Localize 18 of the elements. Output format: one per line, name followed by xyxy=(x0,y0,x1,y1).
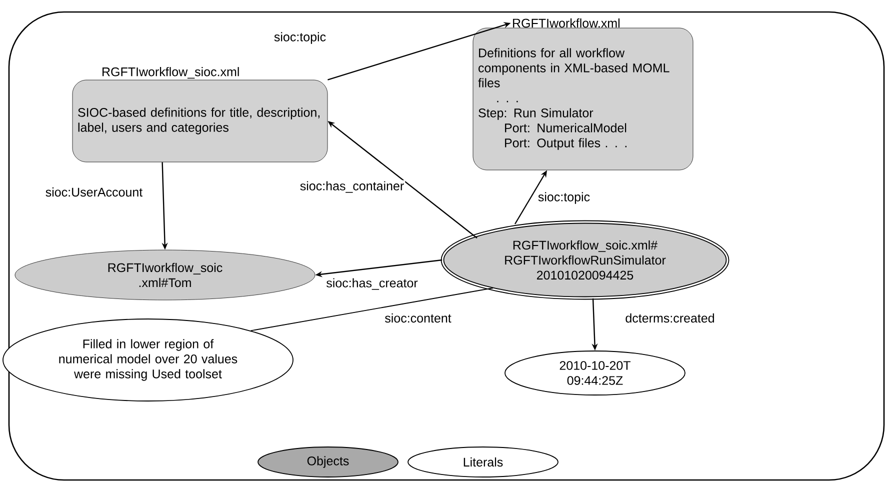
edge-label: sioc:topic xyxy=(536,191,592,205)
legend-item: Objects xyxy=(258,446,398,478)
node-label: . . . xyxy=(497,100,518,102)
box-heading: RGFTIworkflow.xml xyxy=(513,18,620,28)
node-label: Step: Run Simulator xyxy=(478,108,594,120)
node-label: Port: Output files . . . xyxy=(505,138,627,150)
edge-label: sioc:topic xyxy=(272,31,328,45)
edge-label: dcterms:created xyxy=(624,312,716,324)
node-label: Definitions for all workflow components in XML-based MOML files xyxy=(478,48,670,88)
rounded-box: Definitions for all workflow components in XML-based MOML files . . . Step: Run Simulator Port: NumericalModel Port: Output files . . . xyxy=(472,28,694,170)
edge-label: sioc:UserAccount xyxy=(44,186,144,198)
edge-label: sioc:content xyxy=(384,312,452,324)
node-label: Port: NumericalModel xyxy=(505,123,626,132)
rounded-box: SIOC-based definitions for title, description, label, users and categories xyxy=(72,80,328,162)
edge-label: sioc:has_creator xyxy=(325,277,419,291)
box-heading: RGFTIworkflow_sioc.xml xyxy=(102,67,239,79)
legend-item: Literals xyxy=(408,446,558,478)
edge-label: sioc:has_container xyxy=(298,180,406,194)
